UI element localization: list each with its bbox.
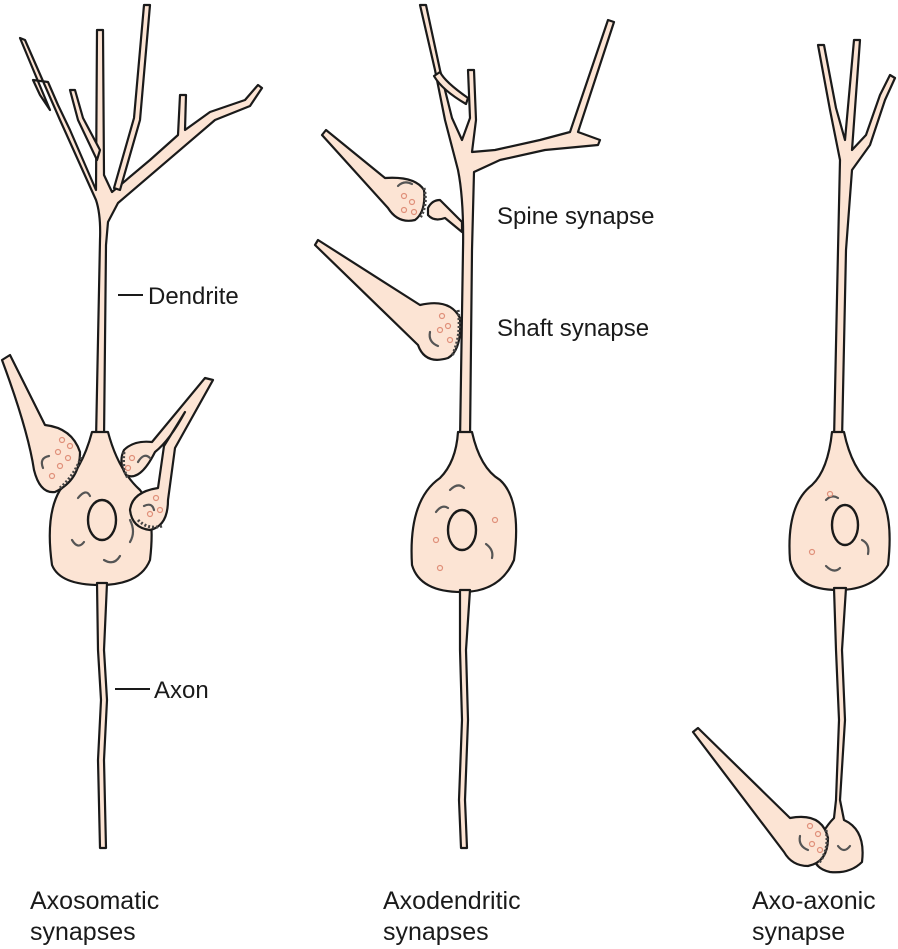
mitochondrion — [484, 542, 494, 560]
mitochondrion — [142, 503, 156, 512]
mitochondrion — [798, 834, 810, 852]
vesicles — [806, 822, 824, 854]
vesicles — [48, 436, 74, 480]
dendrite-branch-1b — [112, 3, 152, 192]
shaft-synapse-label: Shaft synapse — [497, 315, 649, 342]
synaptic-cleft — [136, 518, 163, 529]
mitochondrion — [40, 454, 51, 470]
neuron-axodendritic: Spine synapse Shaft synapse — [313, 3, 654, 850]
mitochondrion — [824, 564, 842, 572]
dendrite-tree-3 — [816, 38, 897, 442]
vesicles — [436, 312, 454, 344]
dendrite-branch-1a — [68, 88, 102, 162]
caption-axodendritic-line2: synapses — [383, 918, 489, 946]
mitochondrion — [448, 484, 466, 492]
axon-label: Axon — [154, 677, 209, 704]
mitochondrion — [76, 491, 92, 500]
dendrite-tree-2 — [418, 3, 616, 442]
mitochondrion — [836, 844, 852, 852]
mitochondrion — [824, 495, 840, 502]
caption-axoaxonic-line2: synapse — [752, 918, 845, 946]
nucleus-2 — [446, 508, 478, 552]
dendrite-tree-1 — [18, 28, 264, 442]
caption-axoaxonic-line1: Axo-axonic — [752, 887, 876, 915]
synaptic-cleft — [450, 309, 461, 357]
dendritic-spine — [426, 198, 464, 234]
spine-synapse-label: Spine synapse — [497, 203, 654, 230]
axon-2 — [457, 588, 472, 850]
presynaptic-terminal-axonic — [691, 726, 830, 868]
dendrite-label: Dendrite — [148, 283, 239, 310]
vesicles — [400, 192, 418, 216]
mitochondrion — [428, 330, 440, 348]
presynaptic-axon-right — [120, 376, 215, 532]
mitochondrion — [128, 518, 135, 544]
neuron-axoaxonic — [691, 38, 897, 874]
nucleus-3 — [830, 503, 860, 547]
caption-axodendritic-line1: Axodendritic — [383, 887, 521, 915]
mitochondrion — [434, 505, 450, 514]
neuron-axosomatic: Dendrite Axon — [0, 3, 264, 850]
mitochondrion — [396, 181, 414, 188]
caption-axosomatic-line1: Axosomatic — [30, 887, 159, 915]
vesicles — [432, 516, 499, 572]
mitochondrion — [70, 538, 86, 547]
vesicles — [124, 454, 164, 518]
dendrite-branch-2a — [432, 70, 470, 106]
mitochondrion — [860, 538, 870, 556]
synaptic-cleft — [418, 187, 427, 219]
mitochondrion — [102, 554, 122, 564]
synaptic-cleft — [816, 829, 829, 865]
presynaptic-terminal-left — [0, 353, 82, 494]
presynaptic-terminal-spine — [320, 128, 426, 222]
nucleus-1 — [86, 498, 118, 542]
synaptic-cleft — [122, 451, 130, 479]
synaptic-cleft — [59, 454, 84, 490]
axon-1 — [95, 581, 109, 850]
mitochondrion — [136, 454, 152, 464]
caption-axosomatic-line2: synapses — [30, 918, 136, 946]
presynaptic-terminal-shaft — [313, 238, 462, 361]
vesicles — [808, 490, 834, 556]
